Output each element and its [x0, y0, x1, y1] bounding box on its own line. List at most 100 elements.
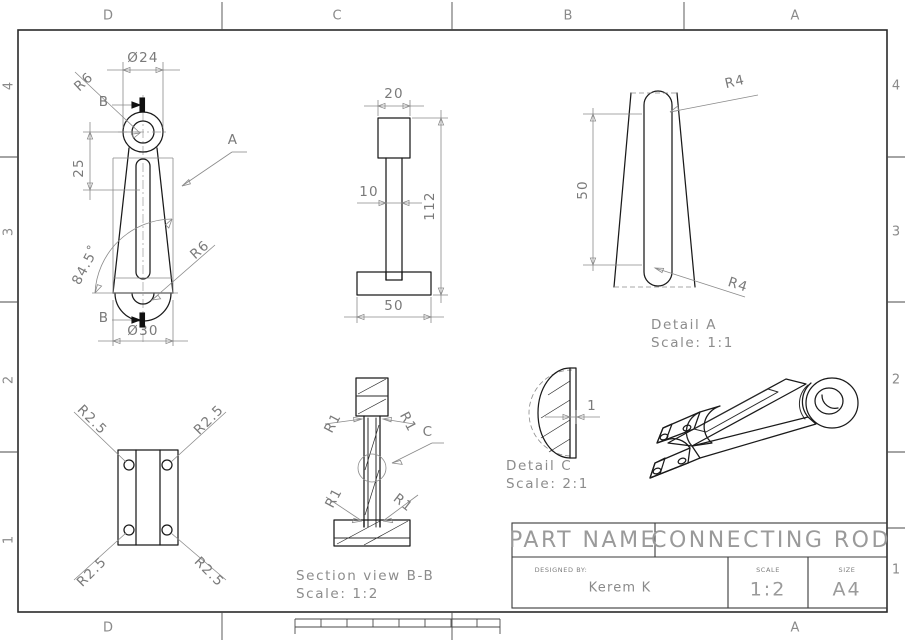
dim-label-side-height: 112 [422, 191, 438, 220]
side-web [385, 157, 403, 281]
iso-hole-2 [659, 433, 669, 441]
dim-label-center-distance: 25 [71, 158, 87, 178]
section-web-hatch-2 [364, 469, 380, 516]
detail-c-plate [569, 367, 577, 459]
view-front: Ø24 Ø30 25 R6 [68, 50, 247, 346]
section-bb-scale: Scale: 1:2 [296, 586, 379, 602]
dim-label-side-web-width: 10 [359, 184, 379, 200]
detail-a-right-edge [676, 92, 696, 288]
dim-label-detail-c-thickness: 1 [587, 398, 597, 414]
iso-hole-4 [652, 467, 662, 475]
dim-detail-c-thickness: 1 [545, 398, 600, 424]
iso-big-end-bore [814, 387, 844, 415]
zone-label-right-1: 1 [892, 563, 900, 578]
section-marker-b-bottom: B [99, 310, 146, 328]
iso-fork-bottom-line [649, 462, 689, 479]
dim-label-side-base-width: 50 [384, 298, 404, 314]
dim-label-detail-a-r4-bottom: R4 [726, 274, 750, 296]
designed-by-value: Kerem K [589, 581, 652, 596]
side-base-flange [356, 271, 432, 296]
bottom-view-hole-bl [123, 524, 135, 536]
bottom-view-hole-br [161, 524, 173, 536]
sheet-ruler [294, 618, 501, 634]
dim-side-web-width: 10 [357, 184, 422, 207]
iso-hole-1 [682, 424, 692, 432]
zone-label-left-4: 4 [2, 82, 17, 90]
iso-hole-3 [677, 457, 687, 465]
detail-c-scale: Scale: 2:1 [506, 476, 589, 492]
callout-label-detail-a: A [228, 132, 238, 148]
iso-fork-inner-curve [665, 438, 691, 449]
section-label-b-bottom: B [99, 310, 109, 326]
iso-big-end-side2 [798, 384, 809, 420]
detail-c-hatching [540, 380, 571, 453]
zone-label-top-a: A [791, 9, 800, 24]
section-marker-b-top: B [99, 94, 146, 113]
section-top-hatch-2 [357, 398, 387, 415]
dim-detail-a-r4-top: R4 [669, 72, 759, 113]
callout-detail-c: C [391, 424, 444, 465]
zone-label-top-b: B [564, 9, 573, 24]
zone-label-top-c: C [332, 9, 341, 24]
view-detail-a: 50 R4 R4 Detail A Scale: 1:1 [575, 72, 759, 351]
section-detail-circle-c [357, 453, 387, 483]
zone-label-bot-d: D [103, 621, 113, 636]
detail-c-title: Detail C [506, 458, 572, 474]
dim-label-side-top-width: 20 [384, 86, 404, 102]
zone-label-right-2: 2 [892, 373, 900, 388]
detail-a-left-edge [613, 92, 632, 288]
callout-detail-a: A [181, 132, 247, 187]
dim-side-height: 112 [412, 110, 448, 303]
part-name-label: PART NAME [509, 528, 657, 553]
dim-side-base-width: 50 [344, 297, 444, 323]
iso-big-end-outer [805, 377, 859, 429]
size-value: A4 [832, 579, 861, 601]
dim-top-bore: Ø24 [107, 50, 180, 128]
size-label: SIZE [838, 566, 855, 574]
frame-inner-border [17, 29, 888, 613]
title-block-outer [511, 522, 888, 609]
bottom-view-hole-tr [161, 459, 173, 471]
dim-detail-a-height: 50 [575, 108, 642, 271]
front-bottom-arc-inner [131, 292, 155, 305]
side-top-block [377, 117, 411, 159]
detail-a-title: Detail A [651, 317, 717, 333]
bottom-view-hole-tl [123, 459, 135, 471]
scale-label: SCALE [756, 566, 780, 574]
bottom-view-outline [117, 449, 179, 546]
dim-label-detail-a-height: 50 [575, 180, 591, 200]
dim-detail-a-r4-bottom: R4 [653, 267, 750, 298]
dim-bottom-bore: Ø30 [98, 300, 188, 346]
zone-label-left-1: 1 [2, 536, 17, 544]
zone-label-bot-a: A [791, 621, 800, 636]
section-base-hatch-2 [363, 520, 409, 546]
dim-label-bottom-bore: Ø30 [127, 323, 158, 339]
front-slot [135, 158, 151, 280]
iso-big-end-side [801, 382, 812, 418]
title-block: PART NAME CONNECTING ROD DESIGNED BY: Ke… [509, 522, 891, 609]
detail-c-curve [537, 367, 571, 459]
zone-label-right-4: 4 [892, 79, 900, 94]
iso-shank-side [691, 416, 817, 459]
part-name-value: CONNECTING ROD [651, 528, 891, 553]
detail-a-scale: Scale: 1:1 [651, 335, 734, 351]
section-web-hatch-1 [364, 424, 380, 471]
zone-label-left-2: 2 [2, 376, 17, 384]
section-top-hatch-1 [357, 378, 387, 395]
zone-label-top-d: D [103, 9, 113, 24]
dim-center-distance: 25 [71, 122, 140, 200]
front-body-right-edge [156, 147, 174, 294]
iso-big-end-bore-inner [821, 394, 839, 409]
zone-label-right-3: 3 [892, 225, 900, 240]
section-web [363, 415, 381, 528]
view-isometric [649, 377, 859, 479]
iso-fork-bottom-edge [687, 457, 701, 464]
callout-label-detail-c: C [423, 424, 434, 440]
dim-label-detail-a-r4-top: R4 [723, 72, 746, 92]
view-side: 20 10 112 50 [344, 86, 448, 323]
front-body-left-edge [112, 147, 130, 294]
section-base-hatch-1 [336, 520, 381, 545]
